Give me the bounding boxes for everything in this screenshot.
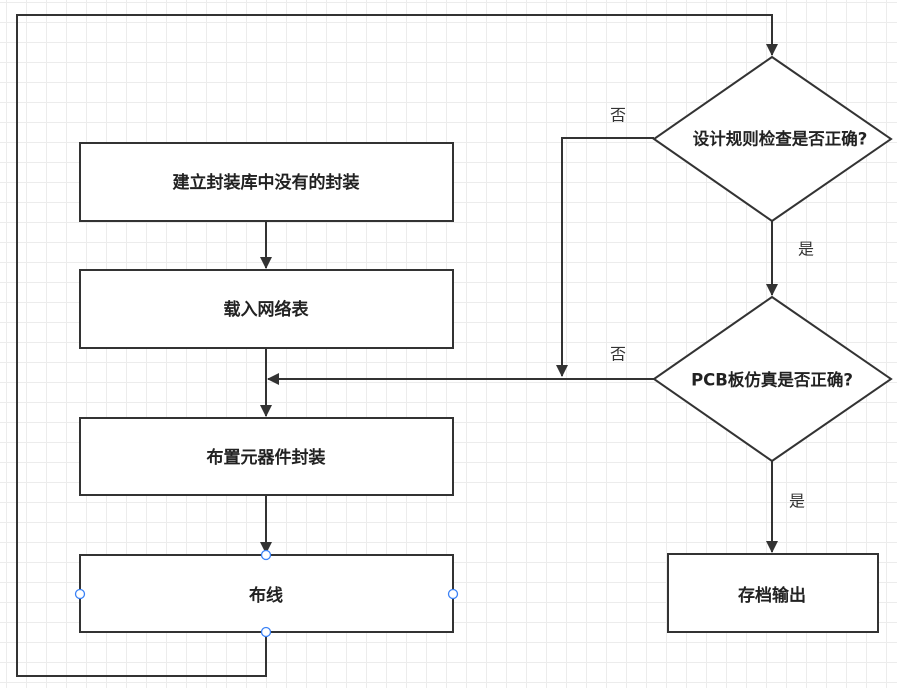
node-place-components-label: 布置元器件封装 bbox=[207, 447, 326, 468]
node-drc-check-diamond[interactable] bbox=[652, 55, 893, 223]
edge-drc-yes-label: 是 bbox=[798, 240, 814, 259]
node-create-footprints-label: 建立封装库中没有的封装 bbox=[173, 172, 360, 193]
node-save-output[interactable] bbox=[667, 553, 879, 633]
node-load-netlist-label: 载入网络表 bbox=[224, 299, 310, 320]
node-create-footprints[interactable] bbox=[79, 142, 454, 222]
edge-drc-no-label: 否 bbox=[610, 106, 626, 125]
selection-handle-right[interactable] bbox=[447, 588, 459, 600]
edge-routing-to-drc bbox=[16, 14, 778, 677]
selection-handle-left[interactable] bbox=[74, 588, 86, 600]
node-pcb-simulation-label: PCB板仿真是否正确? bbox=[691, 370, 853, 390]
node-routing-label: 布线 bbox=[249, 585, 283, 606]
edge-drc-no bbox=[556, 137, 654, 377]
edge-sim-yes-label: 是 bbox=[789, 492, 805, 511]
node-place-components[interactable] bbox=[79, 417, 454, 496]
node-pcb-simulation-diamond[interactable] bbox=[652, 295, 893, 463]
node-drc-check-label: 设计规则检查是否正确? bbox=[693, 129, 868, 149]
selection-handle-top[interactable] bbox=[260, 549, 272, 561]
edge-sim-no-label: 否 bbox=[610, 345, 626, 364]
node-load-netlist[interactable] bbox=[79, 269, 454, 349]
node-save-output-label: 存档输出 bbox=[738, 585, 806, 606]
selection-handle-bottom[interactable] bbox=[260, 626, 272, 638]
